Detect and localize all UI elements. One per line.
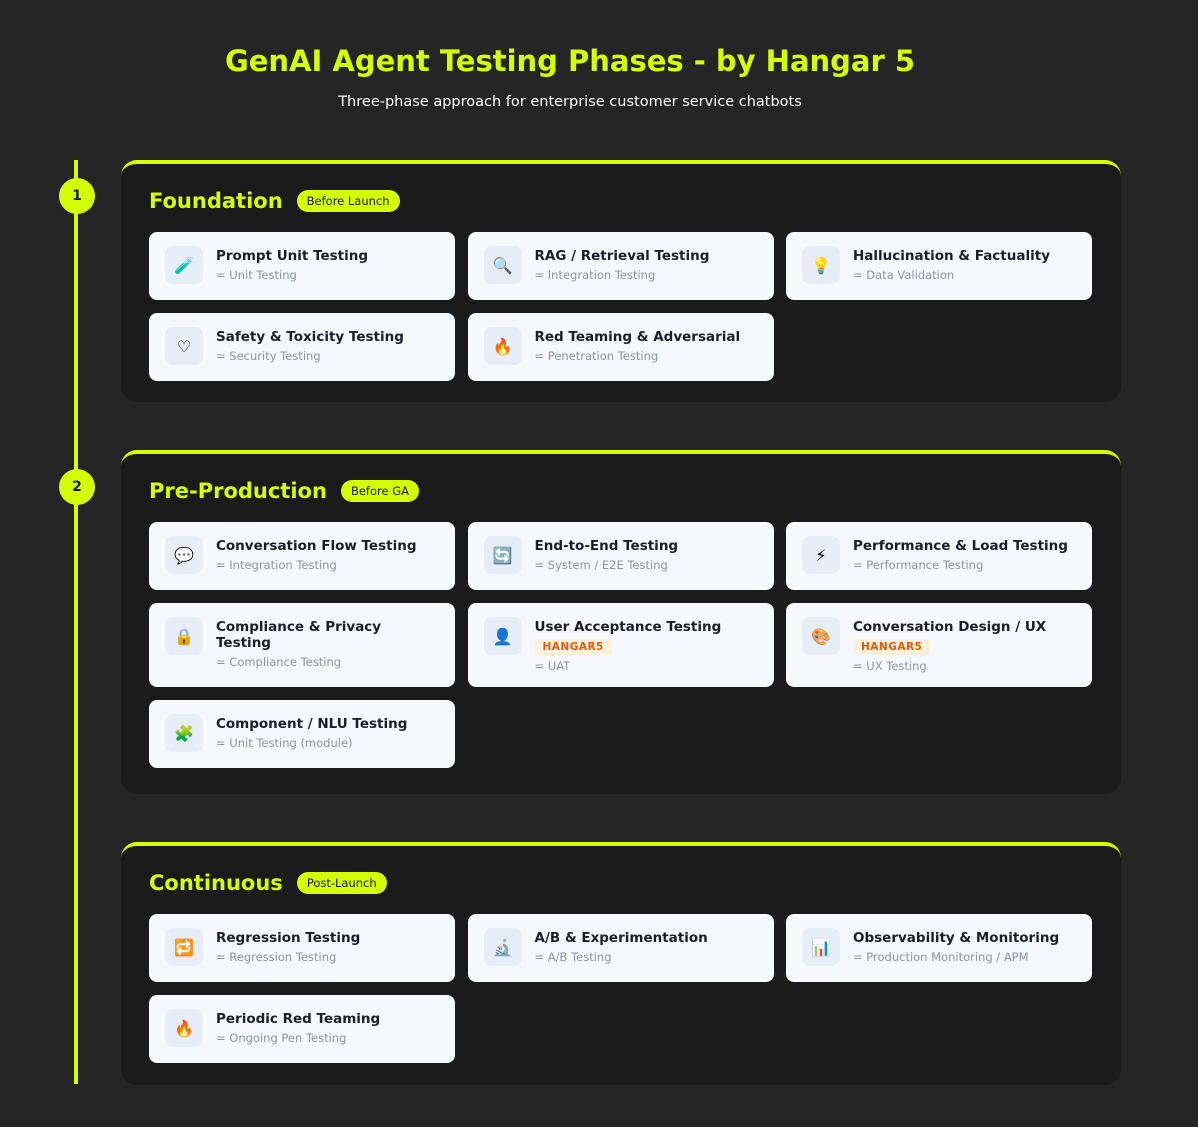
card-title: A/B & Experimentation: [534, 930, 708, 946]
test-card: 🔁 Regression Testing = Regression Testin…: [149, 914, 455, 982]
repeat-icon: 🔁: [165, 928, 203, 966]
puzzle-icon: 🧩: [165, 714, 203, 752]
user-icon: 👤: [483, 617, 522, 655]
test-card: 🔥 Red Teaming & Adversarial = Penetratio…: [467, 313, 774, 381]
phase-continuous: Continuous Post-Launch 🔁 Regression Test…: [121, 842, 1121, 1085]
test-card: 👤 User Acceptance Testing HANGAR5 = UAT: [467, 603, 774, 687]
test-card: 🔒 Compliance & Privacy Testing = Complia…: [149, 603, 455, 687]
phase-badge: Post-Launch: [296, 872, 387, 894]
card-equivalent: = Integration Testing: [216, 558, 337, 572]
phase-pre-production: Pre-Production Before GA 💬 Conversation …: [121, 450, 1121, 794]
timeline-line: [74, 160, 78, 1084]
test-card: 🔄 End-to-End Testing = System / E2E Test…: [467, 522, 774, 590]
card-equivalent: = Performance Testing: [853, 558, 984, 572]
card-equivalent: = Ongoing Pen Testing: [216, 1031, 347, 1045]
shield-icon: ♡: [165, 327, 203, 365]
test-card: 🔬 A/B & Experimentation = A/B Testing: [467, 914, 774, 982]
card-title: Periodic Red Teaming: [216, 1011, 381, 1027]
card-equivalent: = System / E2E Testing: [534, 558, 668, 572]
lightning-icon: ⚡: [802, 536, 840, 574]
card-title: Regression Testing: [216, 930, 361, 946]
palette-icon: 🎨: [802, 617, 840, 655]
card-title: Safety & Toxicity Testing: [216, 329, 404, 345]
card-title: Component / NLU Testing: [216, 716, 408, 732]
phase-number-1: 1: [59, 178, 95, 214]
test-card: ⚡ Performance & Load Testing = Performan…: [786, 522, 1092, 590]
card-title: Conversation Flow Testing: [216, 538, 417, 554]
card-equivalent: = Data Validation: [853, 268, 955, 282]
card-title: Prompt Unit Testing: [216, 248, 369, 264]
card-title: Conversation Design / UX: [853, 619, 1047, 635]
card-equivalent: = Unit Testing: [216, 268, 297, 282]
test-card: 💡 Hallucination & Factuality = Data Vali…: [786, 232, 1092, 300]
fire-icon: 🔥: [165, 1009, 203, 1047]
microscope-icon: 🔬: [483, 928, 522, 966]
test-card: ♡ Safety & Toxicity Testing = Security T…: [149, 313, 455, 381]
card-equivalent: = Compliance Testing: [216, 655, 342, 669]
phase-title: Continuous: [149, 871, 283, 895]
card-title: User Acceptance Testing: [534, 619, 722, 635]
card-equivalent: = UAT: [534, 659, 571, 673]
magnifier-icon: 🔍: [483, 246, 522, 284]
refresh-icon: 🔄: [483, 536, 522, 574]
test-card: 🔥 Periodic Red Teaming = Ongoing Pen Tes…: [149, 995, 455, 1063]
speech-bubble-icon: 💬: [165, 536, 203, 574]
phase-badge: Before Launch: [296, 190, 400, 212]
card-title: Red Teaming & Adversarial: [534, 329, 741, 345]
phase-title: Pre-Production: [149, 479, 327, 503]
lightbulb-icon: 💡: [802, 246, 840, 284]
test-card: 🎨 Conversation Design / UX HANGAR5 = UX …: [786, 603, 1092, 687]
test-card: 📊 Observability & Monitoring = Productio…: [786, 914, 1092, 982]
page-title: GenAI Agent Testing Phases - by Hangar 5: [224, 44, 916, 78]
card-equivalent: = Production Monitoring / APM: [853, 950, 1029, 964]
test-card: 🧩 Component / NLU Testing = Unit Testing…: [149, 700, 455, 768]
fire-icon: 🔥: [483, 327, 522, 365]
card-title: RAG / Retrieval Testing: [534, 248, 710, 264]
card-equivalent: = Regression Testing: [216, 950, 337, 964]
card-title: End-to-End Testing: [534, 538, 679, 554]
card-equivalent: = Unit Testing (module): [216, 736, 353, 750]
hangar5-tag: HANGAR5: [853, 639, 931, 655]
card-title: Performance & Load Testing: [853, 538, 1068, 554]
card-title: Observability & Monitoring: [853, 930, 1060, 946]
card-title: Compliance & Privacy Testing: [216, 619, 382, 651]
phase-number-2: 2: [59, 469, 95, 505]
phase-title: Foundation: [149, 189, 283, 213]
test-tube-icon: 🧪: [165, 246, 203, 284]
test-card: 🧪 Prompt Unit Testing = Unit Testing: [149, 232, 455, 300]
card-equivalent: = Penetration Testing: [534, 349, 659, 363]
card-equivalent: = A/B Testing: [534, 950, 612, 964]
page-subtitle: Three-phase approach for enterprise cust…: [338, 94, 802, 110]
lock-icon: 🔒: [165, 617, 203, 655]
test-card: 💬 Conversation Flow Testing = Integratio…: [149, 522, 455, 590]
phase-foundation: Foundation Before Launch 🧪 Prompt Unit T…: [121, 160, 1121, 402]
card-equivalent: = Security Testing: [216, 349, 321, 363]
card-title: Hallucination & Factuality: [853, 248, 1050, 264]
test-card: 🔍 RAG / Retrieval Testing = Integration …: [467, 232, 774, 300]
bar-chart-icon: 📊: [802, 928, 840, 966]
card-equivalent: = UX Testing: [853, 659, 927, 673]
card-equivalent: = Integration Testing: [534, 268, 656, 282]
hangar5-tag: HANGAR5: [534, 639, 612, 655]
phase-badge: Before GA: [340, 480, 419, 502]
